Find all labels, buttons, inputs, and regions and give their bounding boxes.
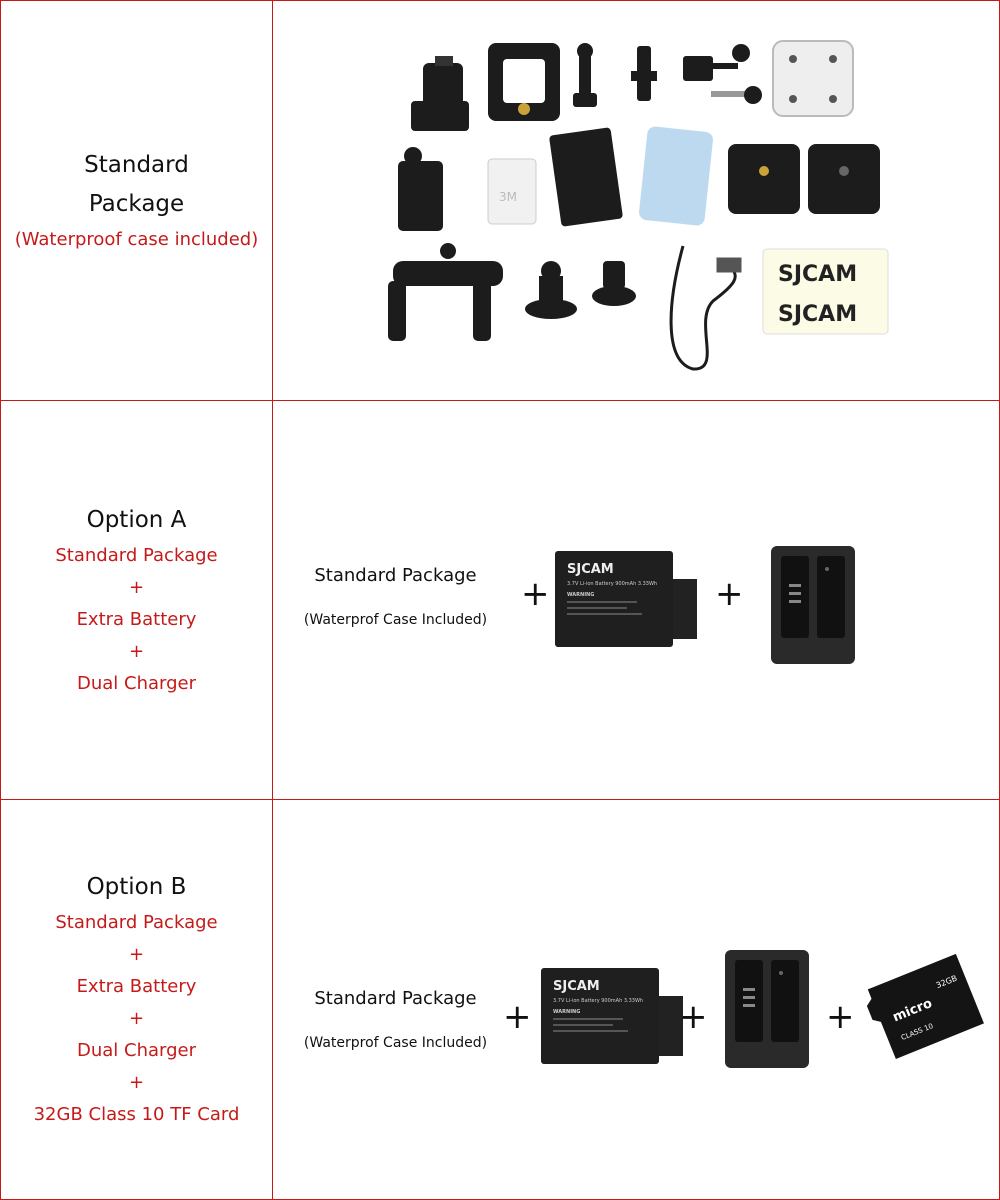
adhesive-tape-icon: 3M (487, 158, 537, 225)
dual-charger-image (725, 950, 809, 1068)
standard-note: (Waterproof case included) (14, 228, 259, 250)
option-b-item: Extra Battery (76, 976, 197, 997)
option-a-title: Option A (86, 506, 187, 533)
plus-sign: + (503, 997, 532, 1037)
svg-text:SJCAM: SJCAM (567, 562, 614, 577)
svg-text:SJCAM: SJCAM (778, 262, 857, 287)
option-a-standard-block: Standard Package (Waterprof Case Include… (293, 563, 498, 631)
plus-sign: + (826, 997, 855, 1037)
column-divider (272, 1, 273, 1199)
adapter-screw-icon (592, 261, 636, 306)
accessories-image: 3M (388, 40, 889, 371)
option-a-item: + (128, 640, 145, 662)
option-a-item: Extra Battery (76, 608, 197, 630)
svg-text:3.7V Li-ion Battery 900mAh 3.3: 3.7V Li-ion Battery 900mAh 3.33Wh (567, 581, 657, 587)
battery-image: SJCAM 3.7V Li-ion Battery 900mAh 3.33Wh … (555, 551, 697, 647)
option-b-item: + (128, 1072, 145, 1093)
option-b-item: + (128, 1008, 145, 1029)
option-b-item: Dual Charger (76, 1040, 196, 1061)
svg-text:WARNING: WARNING (553, 1009, 580, 1015)
svg-text:SJCAM: SJCAM (553, 979, 600, 994)
option-a-standard-note: (Waterprof Case Included) (303, 612, 488, 628)
option-b-standard-label: Standard Package (314, 988, 477, 1009)
standard-title-line2: Package (88, 190, 185, 217)
option-b-title: Option B (86, 874, 187, 900)
option-b-label-cell: Option B Standard Package + Extra Batter… (1, 800, 272, 1199)
usb-cable-icon (669, 245, 742, 371)
svg-text:SJCAM: SJCAM (778, 302, 857, 327)
svg-text:3.7V Li-ion Battery 900mAh 3.3: 3.7V Li-ion Battery 900mAh 3.33Wh (553, 998, 643, 1004)
long-screw-icon (683, 44, 762, 104)
svg-text:3M: 3M (499, 190, 517, 204)
option-a-standard-label: Standard Package (314, 565, 477, 586)
tripod-adapter-icon (525, 261, 577, 319)
standard-package-image-cell: 3M (273, 1, 999, 400)
cleaning-cloth-icon (639, 126, 713, 226)
option-a-image-cell: Standard Package (Waterprof Case Include… (273, 401, 999, 799)
plus-sign: + (679, 997, 708, 1037)
standard-package-label-cell: Standard Package (Waterproof case includ… (1, 1, 272, 400)
option-b-standard-block: Standard Package (Waterprof Case Include… (293, 986, 498, 1054)
option-b-item: Standard Package (55, 912, 218, 933)
plus-sign: + (715, 574, 744, 614)
option-a-item: Dual Charger (76, 672, 196, 694)
handlebar-clip-icon (411, 56, 469, 131)
frame-mount-icon (488, 43, 560, 121)
strap-icon (549, 127, 623, 227)
row-option-a: Option A Standard Package + Extra Batter… (1, 401, 999, 800)
j-hook-mount-icon (573, 43, 597, 107)
standard-title-line1: Standard (84, 151, 189, 178)
extension-arm-icon (631, 46, 657, 101)
micro-sd-card-image: micro 32GB CLASS 10 (866, 953, 984, 1059)
row-standard-package: Standard Package (Waterproof case includ… (1, 1, 999, 401)
waterproof-case-icon (772, 40, 854, 117)
option-b-item: 32GB Class 10 TF Card (33, 1104, 240, 1125)
option-b-standard-note: (Waterprof Case Included) (303, 1035, 488, 1051)
option-b-image-cell: Standard Package (Waterprof Case Include… (273, 800, 999, 1199)
flat-mount-icon (808, 144, 880, 214)
bike-mount-icon (388, 243, 503, 341)
option-a-item: Standard Package (55, 544, 218, 566)
option-a-item: + (128, 576, 145, 598)
option-a-label-cell: Option A Standard Package + Extra Batter… (1, 401, 272, 799)
curved-mount-icon (728, 144, 800, 214)
dual-charger-image (771, 546, 855, 664)
plus-sign: + (521, 574, 550, 614)
svg-text:WARNING: WARNING (567, 592, 594, 598)
row-option-b: Option B Standard Package + Extra Batter… (1, 800, 999, 1199)
option-b-item: + (128, 944, 145, 965)
battery-image: SJCAM 3.7V Li-ion Battery 900mAh 3.33Wh … (541, 968, 683, 1064)
sjcam-sticker-icon: SJCAM SJCAM (762, 248, 889, 335)
quick-release-buckle-icon (398, 147, 443, 231)
